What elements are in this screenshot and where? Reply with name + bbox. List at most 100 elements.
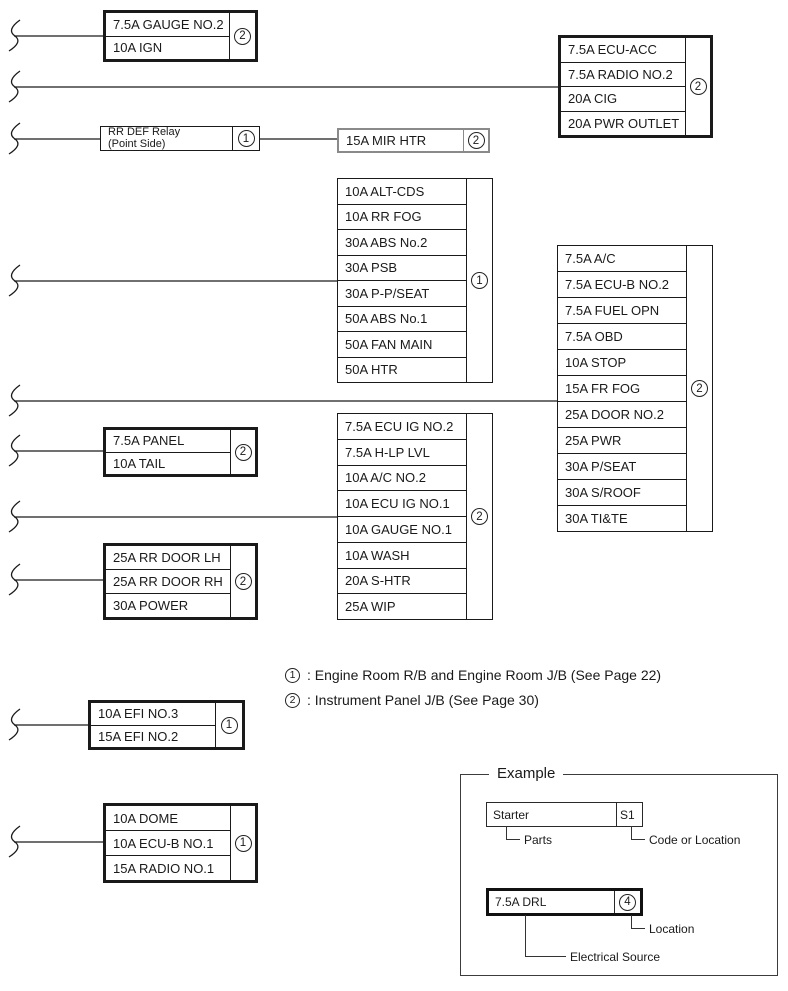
- fuse-row: 50A FAN MAIN: [338, 332, 466, 358]
- fuse-label: 10A ECU-B NO.1: [113, 835, 214, 851]
- diagram-legend: 1 : Engine Room R/B and Engine Room J/B …: [285, 667, 661, 708]
- fuse-label: 7.5A H-LP LVL: [345, 444, 430, 460]
- electrical-source-pointer-line: [525, 915, 566, 957]
- location-badge: 2: [234, 443, 252, 461]
- fuse-row: 7.5A RADIO NO.2: [561, 63, 685, 87]
- location-column: 2: [686, 246, 712, 531]
- legend-entry-instrument-panel: 2 : Instrument Panel J/B (See Page 30): [285, 692, 661, 708]
- fuse-row: 10A IGN: [106, 37, 229, 60]
- location-badge: 1: [237, 130, 255, 147]
- location-pointer-line: [631, 915, 645, 929]
- off-page-connector-squiggle: [8, 500, 21, 533]
- electrical-source-label: Electrical Source: [570, 950, 661, 964]
- fuse-label: 10A ALT-CDS: [345, 183, 425, 199]
- fuse-label: 30A ABS No.2: [345, 234, 428, 250]
- fuse-row-list: 10A EFI NO.3 15A EFI NO.2: [91, 703, 215, 747]
- fuse-label: 15A EFI NO.2: [98, 728, 179, 744]
- fuse-label: 7.5A PANEL: [113, 433, 185, 449]
- location-column: 1: [466, 179, 492, 382]
- off-page-connector-squiggle: [8, 384, 21, 417]
- fuse-row: 50A HTR: [338, 358, 466, 383]
- location-column: 1: [230, 806, 255, 880]
- location-badge: 2: [471, 508, 488, 525]
- location-badge: 2: [691, 380, 708, 397]
- fuse-row: 7.5A OBD: [558, 324, 686, 350]
- fuse-row: 25A RR DOOR RH: [106, 570, 230, 594]
- fuse-label: 30A P-P/SEAT: [345, 285, 430, 301]
- fuse-row-list: 15A MIR HTR: [339, 130, 463, 151]
- code-pointer-line: [631, 826, 645, 840]
- code-or-location-label: Code or Location: [649, 833, 741, 847]
- legend-text: : Engine Room R/B and Engine Room J/B (S…: [307, 667, 662, 683]
- fuse-row-list: RR DEF Relay(Point Side): [101, 127, 232, 150]
- example-source-location: 4: [614, 891, 640, 913]
- fuse-label: 10A WASH: [345, 547, 410, 563]
- fuse-row: 20A S-HTR: [338, 569, 466, 595]
- fuse-label: 50A HTR: [345, 362, 398, 378]
- fuse-row: 10A RR FOG: [338, 205, 466, 230]
- location-badge: 2: [689, 78, 707, 95]
- example-title: Example: [489, 765, 564, 782]
- fuse-row: 50A ABS No.1: [338, 307, 466, 332]
- fuse-row: 10A GAUGE NO.1: [338, 517, 466, 543]
- fuse-label: 7.5A FUEL OPN: [565, 303, 660, 318]
- fuse-label: 30A S/ROOF: [565, 485, 641, 500]
- fuse-label: RR DEF Relay: [108, 127, 181, 138]
- example-panel: Example Starter S1 Parts Code or Locatio…: [460, 765, 778, 976]
- fuse-label: 10A GAUGE NO.1: [345, 521, 452, 537]
- fuse-row: 25A PWR: [558, 428, 686, 454]
- location-badge: 1: [220, 716, 238, 734]
- fuse-label: 25A DOOR NO.2: [565, 407, 664, 422]
- fuse-row: 10A TAIL: [106, 453, 230, 475]
- parts-pointer-line: [506, 826, 520, 840]
- fuse-label: 15A FR FOG: [565, 381, 641, 396]
- fuse-row-list: 7.5A PANEL 10A TAIL: [106, 430, 230, 474]
- fuse-box-ecu-acc: 7.5A ECU-ACC 7.5A RADIO NO.2 20A CIG 20A PW…: [558, 35, 713, 138]
- fuse-row: 30A S/ROOF: [558, 480, 686, 506]
- fuse-label: 30A P/SEAT: [565, 459, 637, 474]
- legend-entry-engine-room: 1 : Engine Room R/B and Engine Room J/B …: [285, 667, 661, 683]
- off-page-connector-squiggle: [8, 264, 21, 297]
- off-page-connector-squiggle: [8, 434, 21, 467]
- fuse-label: 20A PWR OUTLET: [568, 115, 680, 131]
- fuse-row: 10A ECU-B NO.1: [106, 831, 230, 856]
- location-badge: 2: [467, 132, 485, 149]
- fuse-row: 15A EFI NO.2: [91, 726, 215, 748]
- fuse-row: 15A MIR HTR: [339, 130, 463, 151]
- fuse-label: 15A RADIO NO.1: [113, 860, 215, 876]
- fuse-row: 7.5A FUEL OPN: [558, 298, 686, 324]
- fuse-row: 20A PWR OUTLET: [561, 112, 685, 136]
- fuse-label: 50A ABS No.1: [345, 311, 428, 327]
- fuse-label: 25A PWR: [565, 433, 622, 448]
- legend-text: : Instrument Panel J/B (See Page 30): [307, 692, 539, 708]
- fuse-row: 15A RADIO NO.1: [106, 856, 230, 880]
- location-badge: 2: [234, 573, 252, 590]
- location-column: 1: [232, 127, 259, 150]
- fuse-row: 10A ALT-CDS: [338, 179, 466, 205]
- example-parts-box: Starter S1: [486, 802, 643, 827]
- fuse-label: 20A CIG: [568, 91, 618, 107]
- fuse-label: (Point Side): [108, 137, 166, 150]
- off-page-connector-squiggle: [8, 70, 21, 103]
- fuse-row: 10A EFI NO.3: [91, 703, 215, 726]
- location-4-symbol: 4: [619, 893, 636, 911]
- fuse-label: 10A STOP: [565, 355, 627, 370]
- fuse-label: 7.5A ECU-ACC: [568, 42, 657, 58]
- location-badge: 1: [471, 272, 488, 289]
- example-part-name: Starter: [493, 807, 530, 822]
- example-source-name: 7.5A DRL: [495, 895, 547, 909]
- fuse-row: 20A CIG: [561, 87, 685, 112]
- fuse-label: 10A RR FOG: [345, 209, 422, 225]
- fuse-label: 7.5A RADIO NO.2: [568, 66, 673, 82]
- fuse-label: 30A POWER: [113, 598, 189, 613]
- fuse-row: 30A ABS No.2: [338, 230, 466, 256]
